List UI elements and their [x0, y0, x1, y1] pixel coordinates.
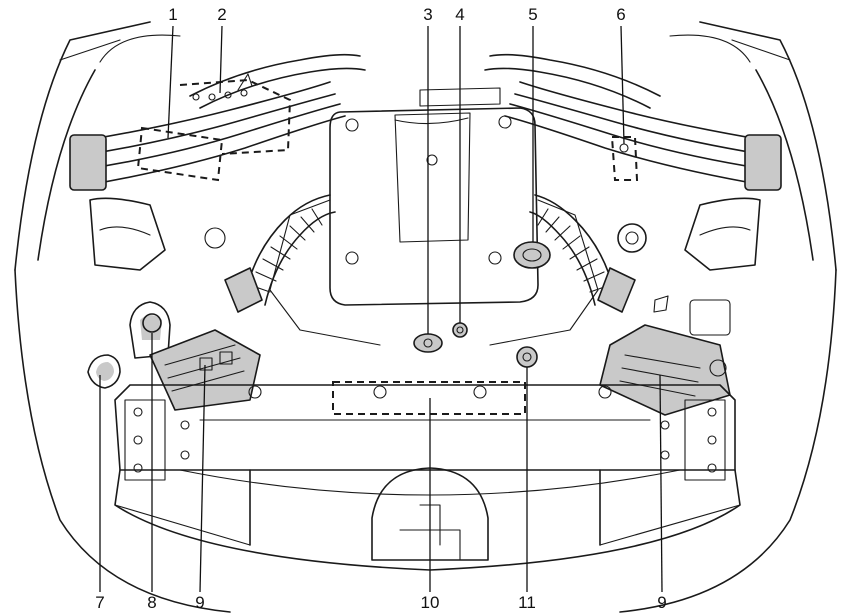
right-relay-box: [599, 299, 731, 416]
callout-7: 7: [95, 593, 104, 612]
right-intake-hose: [529, 194, 636, 313]
brake-fluid-reservoir-cap: [516, 346, 538, 368]
right-strut-tower: [617, 197, 761, 313]
callout-5: 5: [528, 5, 537, 24]
right-headlight-mount: [660, 399, 726, 481]
callout-3: 3: [423, 5, 432, 24]
callout-1: 1: [168, 5, 177, 24]
hood-outline: [14, 21, 837, 613]
left-air-ducts: [69, 53, 366, 191]
callout-10: 10: [421, 593, 440, 612]
callout-9-right: 9: [657, 593, 666, 612]
left-headlight-mount: [124, 399, 190, 481]
washer-fluid-cap: [87, 354, 121, 389]
engine-oil-dipstick: [413, 333, 443, 353]
callout-11: 11: [518, 593, 536, 612]
callout-6: 6: [616, 5, 625, 24]
leader-lines: [99, 25, 663, 593]
callout-box-2: [179, 73, 292, 155]
callout-box-1: [136, 126, 224, 182]
left-intake-hose: [224, 194, 336, 313]
left-coolant-reservoir: [129, 301, 171, 359]
callout-8: 8: [147, 593, 156, 612]
transmission-dipstick: [452, 322, 468, 338]
left-strut-tower: [89, 197, 226, 271]
oil-filler-cap: [513, 241, 551, 269]
callout-2: 2: [217, 5, 226, 24]
callout-4: 4: [455, 5, 464, 24]
radiator-core-support: [114, 384, 741, 571]
lower-rail: [114, 469, 741, 546]
front-latch-cover: [371, 467, 489, 561]
callout-box-10: [332, 381, 526, 415]
callout-9-left: 9: [195, 593, 204, 612]
engine-cover: [269, 87, 599, 346]
right-air-ducts: [484, 53, 782, 191]
